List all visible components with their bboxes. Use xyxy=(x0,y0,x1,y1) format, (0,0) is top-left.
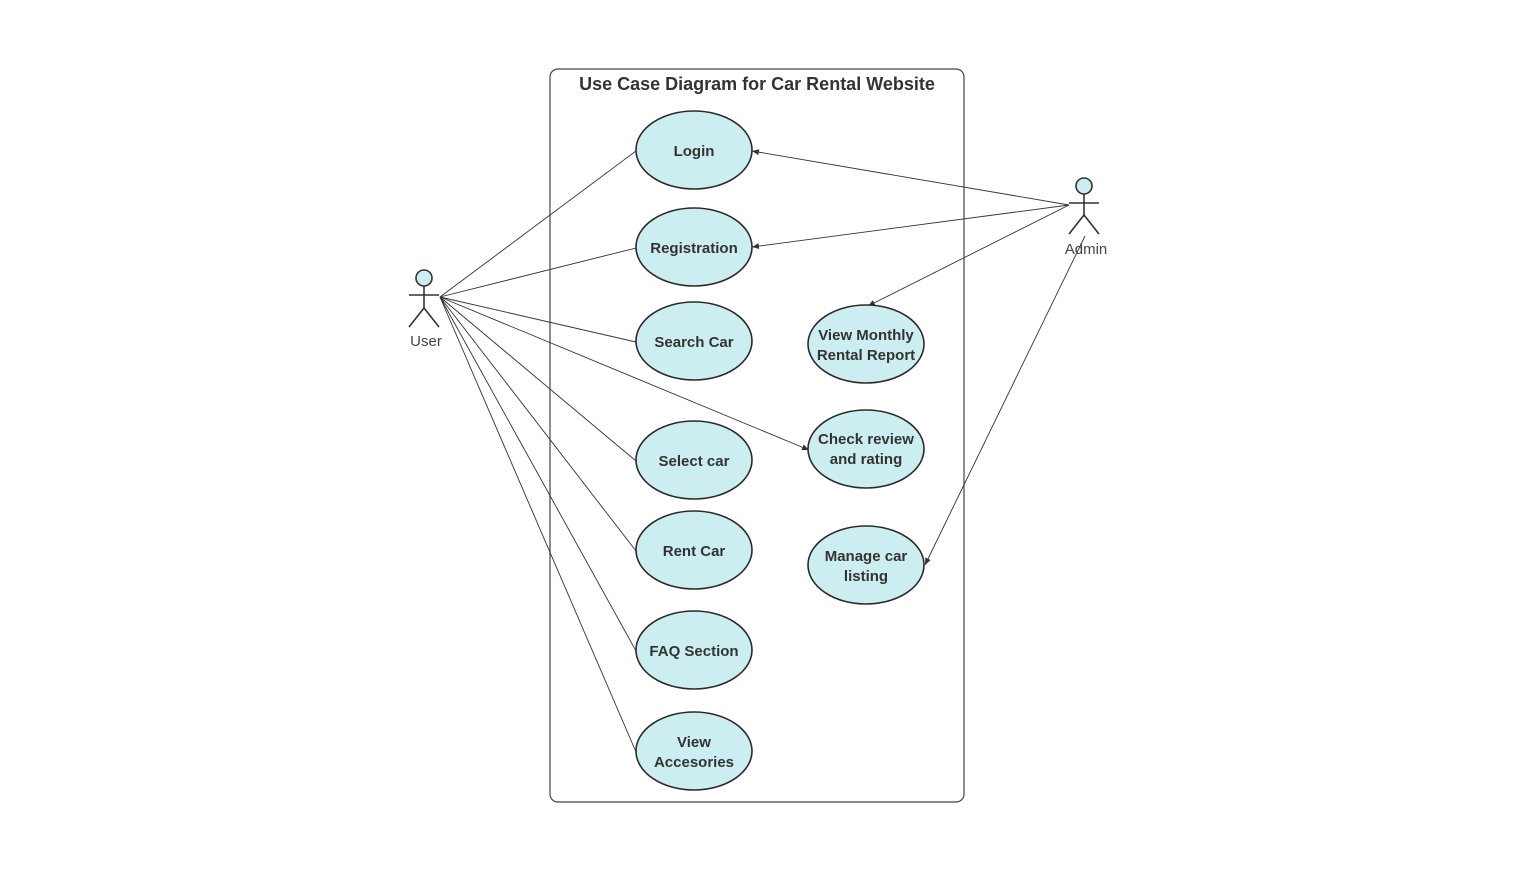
use-case-rent-car[interactable]: Rent Car xyxy=(635,510,753,590)
use-case-label: listing xyxy=(844,568,888,585)
association-admin-login xyxy=(751,149,1070,206)
use-case-search-car[interactable]: Search Car xyxy=(635,301,753,381)
use-case-label: Search Car xyxy=(654,334,733,351)
use-case-login[interactable]: Login xyxy=(635,110,753,190)
actor-admin[interactable]: Admin xyxy=(1065,177,1108,258)
association-user-search-car xyxy=(439,296,637,343)
use-case-manage-listing[interactable]: Manage car listing xyxy=(807,525,925,605)
associations xyxy=(439,149,1086,753)
use-case-label: Login xyxy=(674,143,715,160)
use-case-label: FAQ Section xyxy=(649,643,738,660)
actor-label-user: User xyxy=(410,333,442,350)
association-user-rent-car xyxy=(439,296,637,552)
actor-user[interactable]: User xyxy=(408,269,442,350)
use-case-label: Select car xyxy=(659,453,730,470)
actor-label-admin: Admin xyxy=(1065,241,1108,258)
diagram-title: Use Case Diagram for Car Rental Website xyxy=(579,74,935,94)
use-case-label: Accesories xyxy=(654,754,734,771)
use-case-label: Manage car xyxy=(825,548,908,565)
stick-figure-icon xyxy=(408,269,440,328)
use-case-view-accessories[interactable]: View Accesories xyxy=(635,711,753,791)
association-user-login xyxy=(439,150,637,298)
use-case-select-car[interactable]: Select car xyxy=(635,420,753,500)
stick-figure-icon xyxy=(1068,177,1100,235)
association-user-faq-section xyxy=(439,296,637,652)
use-case-faq-section[interactable]: FAQ Section xyxy=(635,610,753,690)
use-case-label: Registration xyxy=(650,240,738,257)
use-case-check-review[interactable]: Check review and rating xyxy=(807,409,925,489)
association-user-view-accessories xyxy=(439,296,637,753)
use-case-label: View xyxy=(677,734,711,751)
association-user-select-car xyxy=(439,296,637,462)
use-case-label: Rent Car xyxy=(663,543,726,560)
association-admin-view-monthly-report xyxy=(867,204,1070,307)
association-admin-manage-listing xyxy=(924,235,1086,566)
association-admin-registration xyxy=(751,204,1070,250)
use-case-view-monthly-report[interactable]: View Monthly Rental Report xyxy=(807,304,925,384)
association-user-registration xyxy=(439,247,637,298)
use-case-registration[interactable]: Registration xyxy=(635,207,753,287)
use-case-label: View Monthly xyxy=(818,327,914,344)
use-case-label: Check review xyxy=(818,431,914,448)
association-user-check-review xyxy=(439,296,810,451)
use-case-label: and rating xyxy=(830,451,903,468)
use-case-label: Rental Report xyxy=(817,347,915,364)
